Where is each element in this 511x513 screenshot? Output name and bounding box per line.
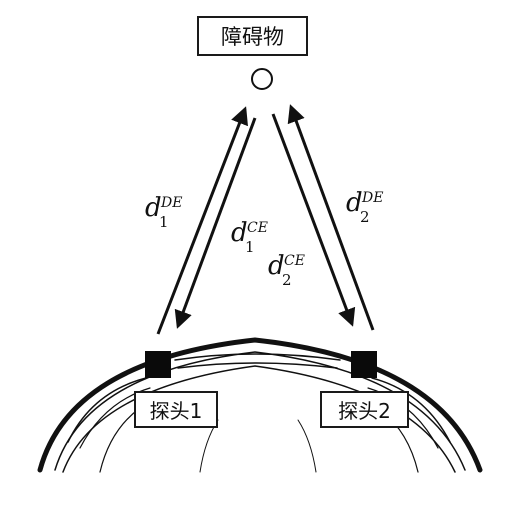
distance-subscript: 2: [360, 208, 370, 226]
distance-subscript: 1: [159, 213, 169, 231]
bumper-outer-edge: [37, 337, 483, 473]
distance-label-d2-de: d DE 2: [346, 188, 383, 225]
right-headlight-curve: [371, 377, 451, 443]
distance-label-d1-de: d DE 1: [145, 193, 182, 230]
distance-symbol: d: [268, 251, 285, 281]
car-front-outline: [37, 337, 483, 473]
path-d1-ce: [174, 117, 257, 329]
echo-paths: [156, 104, 375, 335]
probe-2-sensor: [351, 351, 377, 378]
probe-1-label: 探头1: [134, 391, 218, 428]
bumper-inner-edge: [54, 351, 466, 471]
probe-2-label: 探头2: [320, 391, 409, 428]
path-d1-de: [156, 106, 248, 335]
distance-label-d2-ce: d CE 2: [268, 251, 305, 288]
distance-label-d1-ce: d CE 1: [231, 218, 268, 255]
distance-symbol: d: [145, 193, 162, 223]
bumper-lower-edge: [62, 365, 456, 473]
left-headlight-curve: [67, 377, 147, 443]
path-d2-ce: [271, 113, 356, 327]
distance-superscript: CE: [284, 253, 305, 269]
obstacle-label: 障碍物: [197, 16, 308, 56]
grille-bottom-line: [177, 362, 338, 369]
grille-top-line: [174, 353, 341, 361]
distance-subscript: 2: [282, 271, 292, 289]
distance-symbol: d: [346, 188, 363, 218]
distance-symbol: d: [231, 218, 248, 248]
obstacle-circle: [251, 68, 273, 90]
path-d2-de: [287, 104, 375, 331]
hood-right-line: [297, 419, 317, 473]
distance-superscript: DE: [161, 195, 183, 211]
distance-superscript: CE: [247, 220, 268, 236]
probe-1-sensor: [145, 351, 171, 378]
distance-subscript: 1: [245, 238, 255, 256]
distance-superscript: DE: [362, 190, 384, 206]
